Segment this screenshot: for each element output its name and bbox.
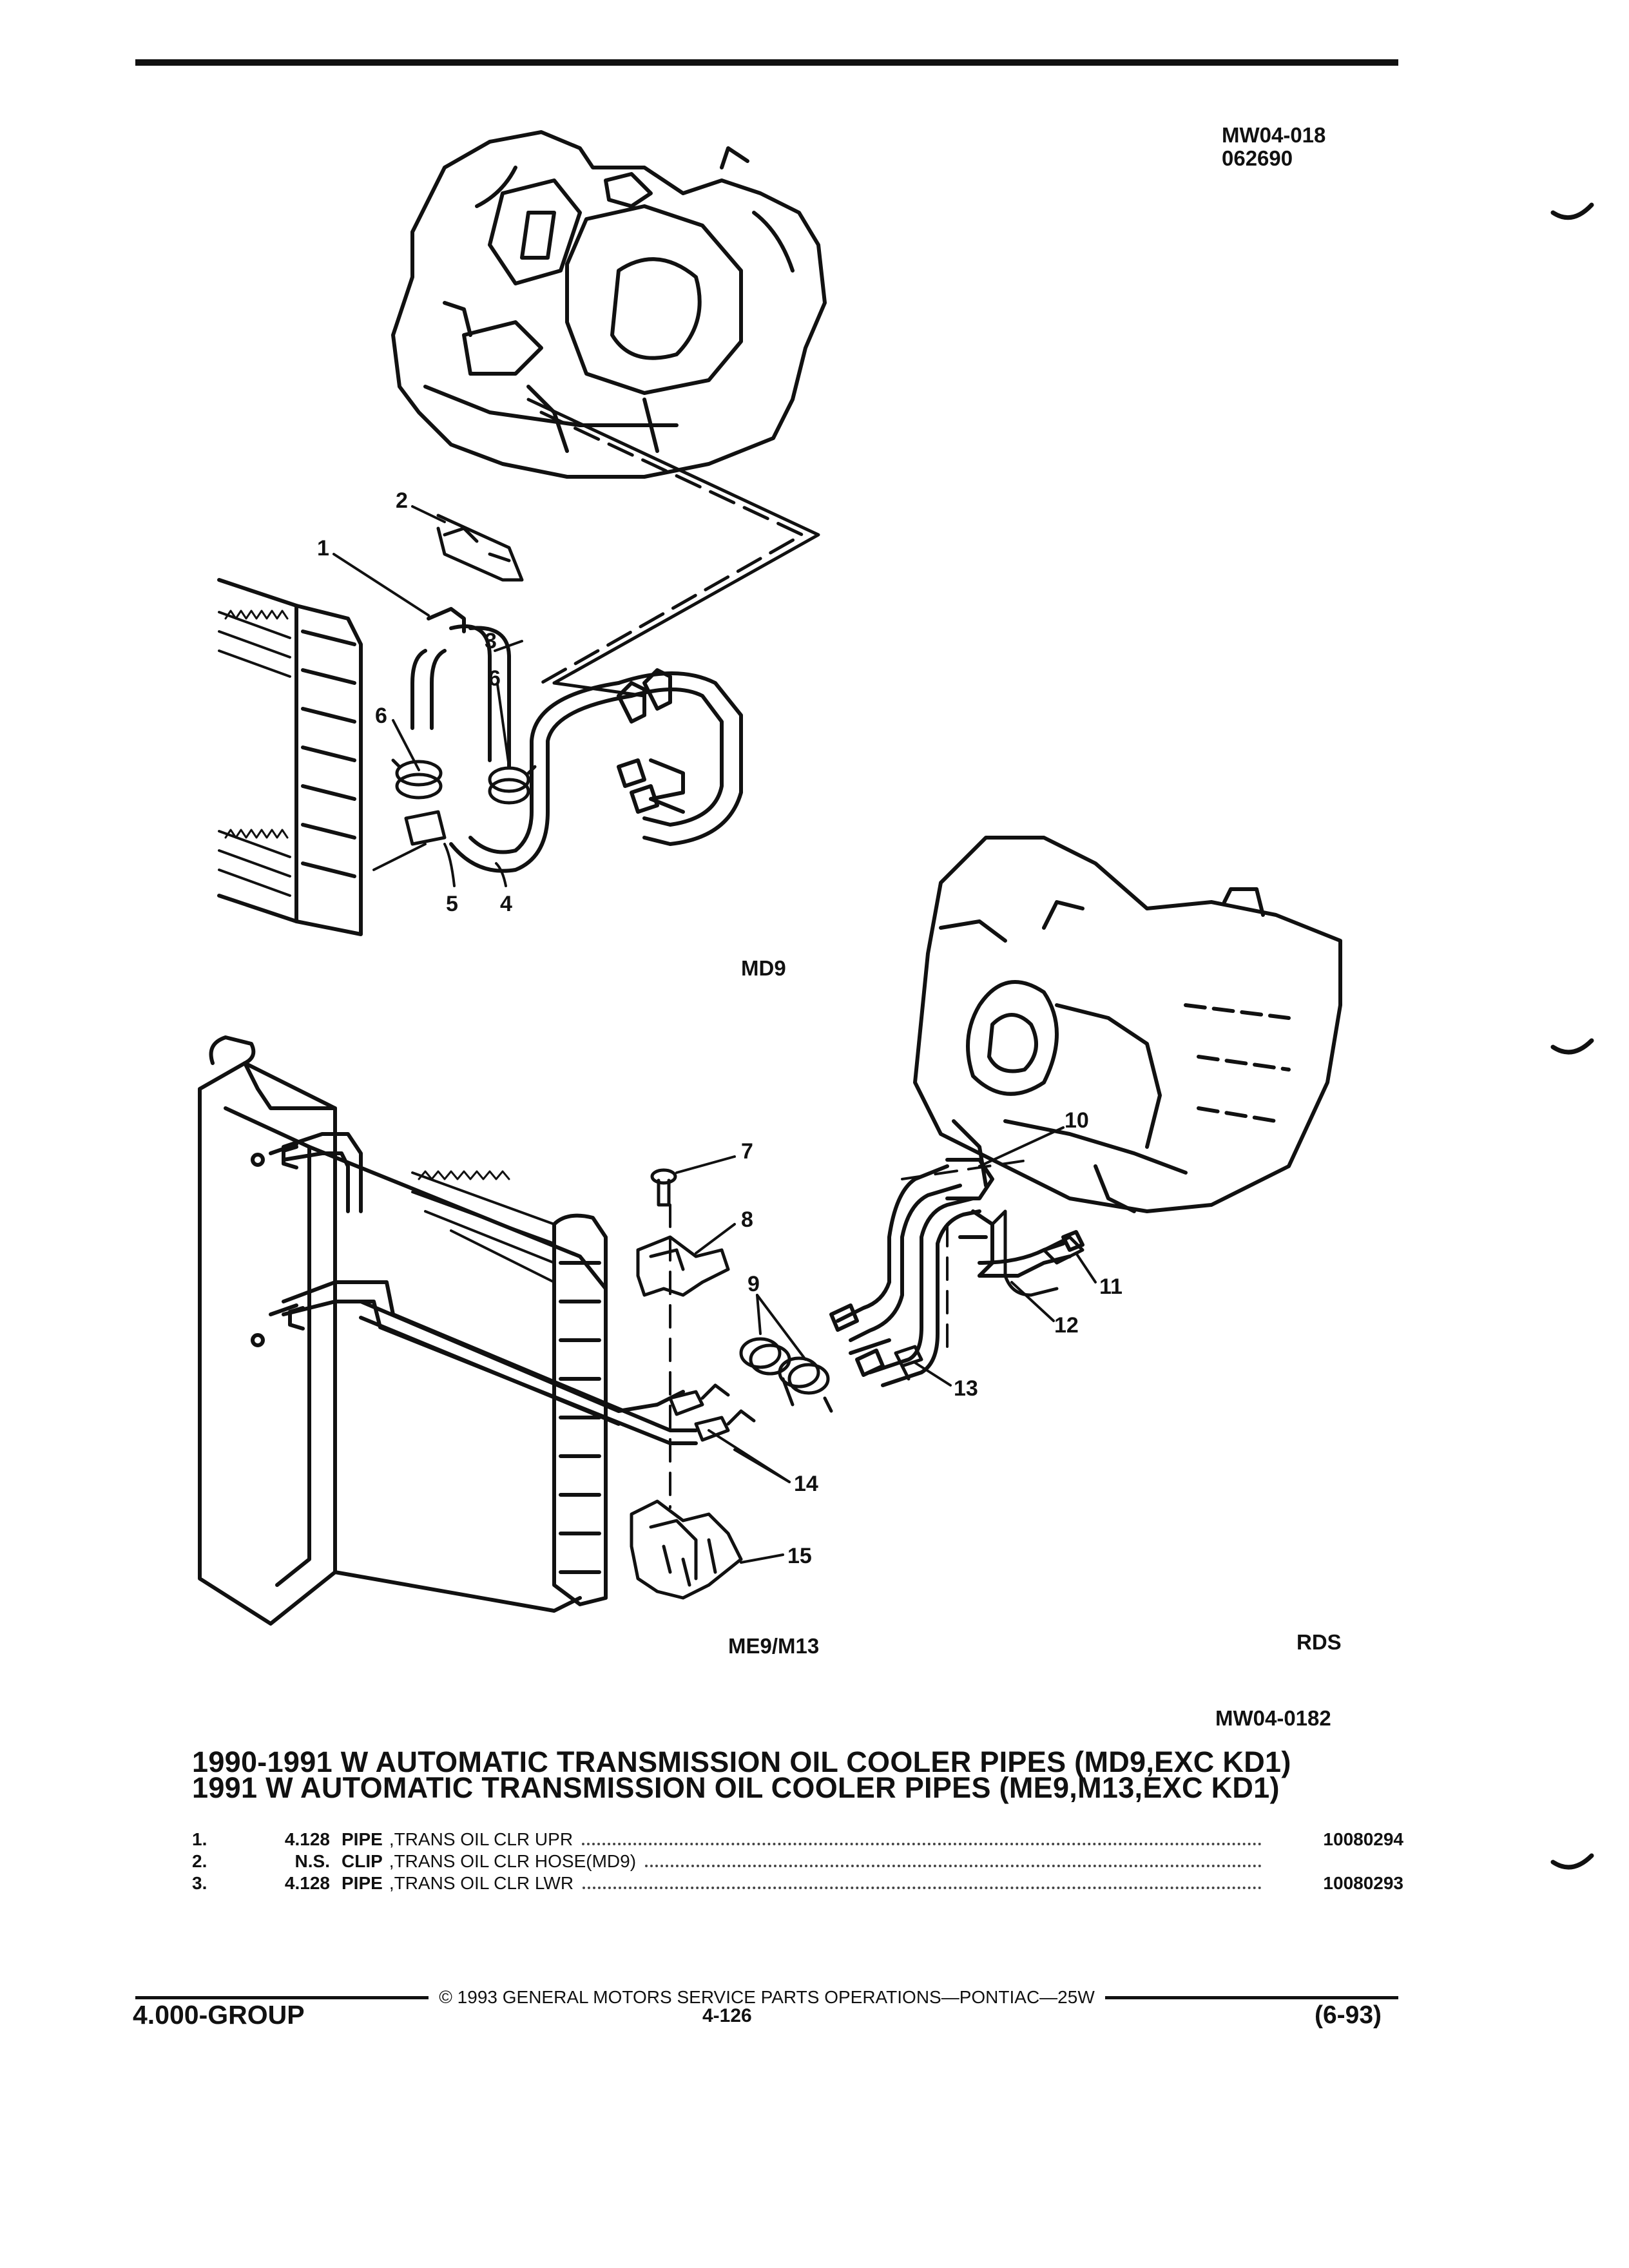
diagram-id: MW04-018 062690: [1222, 124, 1325, 170]
transmission-upper: [391, 130, 827, 479]
footer-rule-left: [135, 1995, 429, 1999]
clips-upper: [391, 758, 537, 846]
group-label: 4.000-GROUP: [133, 2000, 305, 2030]
part-catalog-number: 10080293: [1323, 1873, 1403, 1893]
cooler-hoses-upper: [410, 607, 743, 873]
part-name: PIPE: [342, 1829, 383, 1849]
callout-12: 12: [1054, 1313, 1079, 1338]
part-row: 3. 4.128 PIPE ,TRANS OIL CLR LWR 1008029…: [192, 1872, 1403, 1894]
caption-diagram-id: MW04-0182: [1215, 1706, 1331, 1730]
part-description: ,TRANS OIL CLR UPR: [389, 1829, 574, 1849]
revision-date: (6-93): [1315, 2001, 1382, 2029]
page-number: 4-126: [702, 2005, 752, 2026]
part-number: 2.: [192, 1851, 207, 1871]
radiator-upper: [217, 578, 363, 936]
bracket-part-8: [636, 1235, 730, 1297]
fittings-11-12-13: [894, 1209, 1084, 1381]
callout-10: 10: [1065, 1108, 1089, 1133]
diagram-date-code: 062690: [1222, 146, 1293, 170]
callout-2: 2: [396, 488, 408, 513]
alignment-lines: [669, 1158, 1032, 1509]
callout-6b: 6: [488, 666, 501, 691]
part-name: PIPE: [342, 1873, 383, 1893]
callout-5: 5: [446, 892, 458, 916]
footer-copyright-line: © 1993 GENERAL MOTORS SERVICE PARTS OPER…: [135, 1987, 1399, 2008]
fittings-14: [668, 1383, 756, 1442]
part-description: ,TRANS OIL CLR HOSE(MD9): [389, 1851, 637, 1871]
callout-8: 8: [741, 1207, 753, 1232]
section-title-2: 1991 W AUTOMATIC TRANSMISSION OIL COOLER…: [192, 1771, 1280, 1804]
caption-rds: RDS: [1296, 1630, 1342, 1654]
section-title-1: 1990-1991 W AUTOMATIC TRANSMISSION OIL C…: [192, 1745, 1291, 1778]
footer-rule-right: [1104, 1995, 1399, 1999]
copyright-text: © 1993 GENERAL MOTORS SERVICE PARTS OPER…: [439, 1987, 1095, 2007]
part-group-code: 4.128: [284, 1873, 330, 1893]
part-description: ,TRANS OIL CLR LWR: [389, 1873, 574, 1893]
part-number: 1.: [192, 1829, 207, 1849]
callout-7: 7: [741, 1139, 753, 1164]
part-catalog-number: 10080294: [1323, 1829, 1403, 1849]
callout-4: 4: [500, 892, 512, 916]
transmission-lower: [913, 836, 1342, 1213]
leader-dots: [582, 1843, 1262, 1845]
part-group-code: N.S.: [294, 1851, 330, 1871]
part-row: 1. 4.128 PIPE ,TRANS OIL CLR UPR 1008029…: [192, 1829, 1403, 1850]
binding-marks: [1550, 202, 1594, 1870]
callout-1: 1: [317, 536, 329, 561]
pipe-route-upper: [526, 398, 820, 698]
cooler-hoses-lower: [829, 1158, 1084, 1387]
parts-list: 1. 4.128 PIPE ,TRANS OIL CLR UPR 1008029…: [192, 1829, 1403, 1894]
part-name: CLIP: [342, 1851, 383, 1871]
callout-14: 14: [794, 1472, 818, 1496]
leader-dots: [583, 1887, 1262, 1889]
callout-15: 15: [787, 1544, 812, 1568]
caption-me9-m13: ME9/M13: [728, 1634, 820, 1658]
callout-6a: 6: [375, 704, 387, 728]
part-row: 2. N.S. CLIP ,TRANS OIL CLR HOSE(MD9): [192, 1850, 1403, 1872]
top-rule: [135, 59, 1398, 66]
part-group-code: 4.128: [284, 1829, 330, 1849]
leader-dots: [645, 1865, 1262, 1867]
leaders-lower: [675, 1126, 1097, 1564]
callout-9: 9: [747, 1272, 760, 1296]
bracket-part-15: [630, 1499, 743, 1600]
clips-9: [739, 1337, 833, 1413]
callout-13: 13: [954, 1376, 978, 1401]
callout-3: 3: [485, 629, 497, 653]
diagram-code: MW04-018: [1222, 123, 1326, 147]
part-number: 3.: [192, 1873, 207, 1893]
bolt-part-7: [650, 1168, 677, 1207]
clip-part-2: [436, 514, 524, 582]
caption-md9: MD9: [741, 956, 786, 980]
leaders-upper: [333, 505, 523, 887]
radiator-lower: [198, 1035, 608, 1626]
callout-11: 11: [1099, 1274, 1123, 1299]
